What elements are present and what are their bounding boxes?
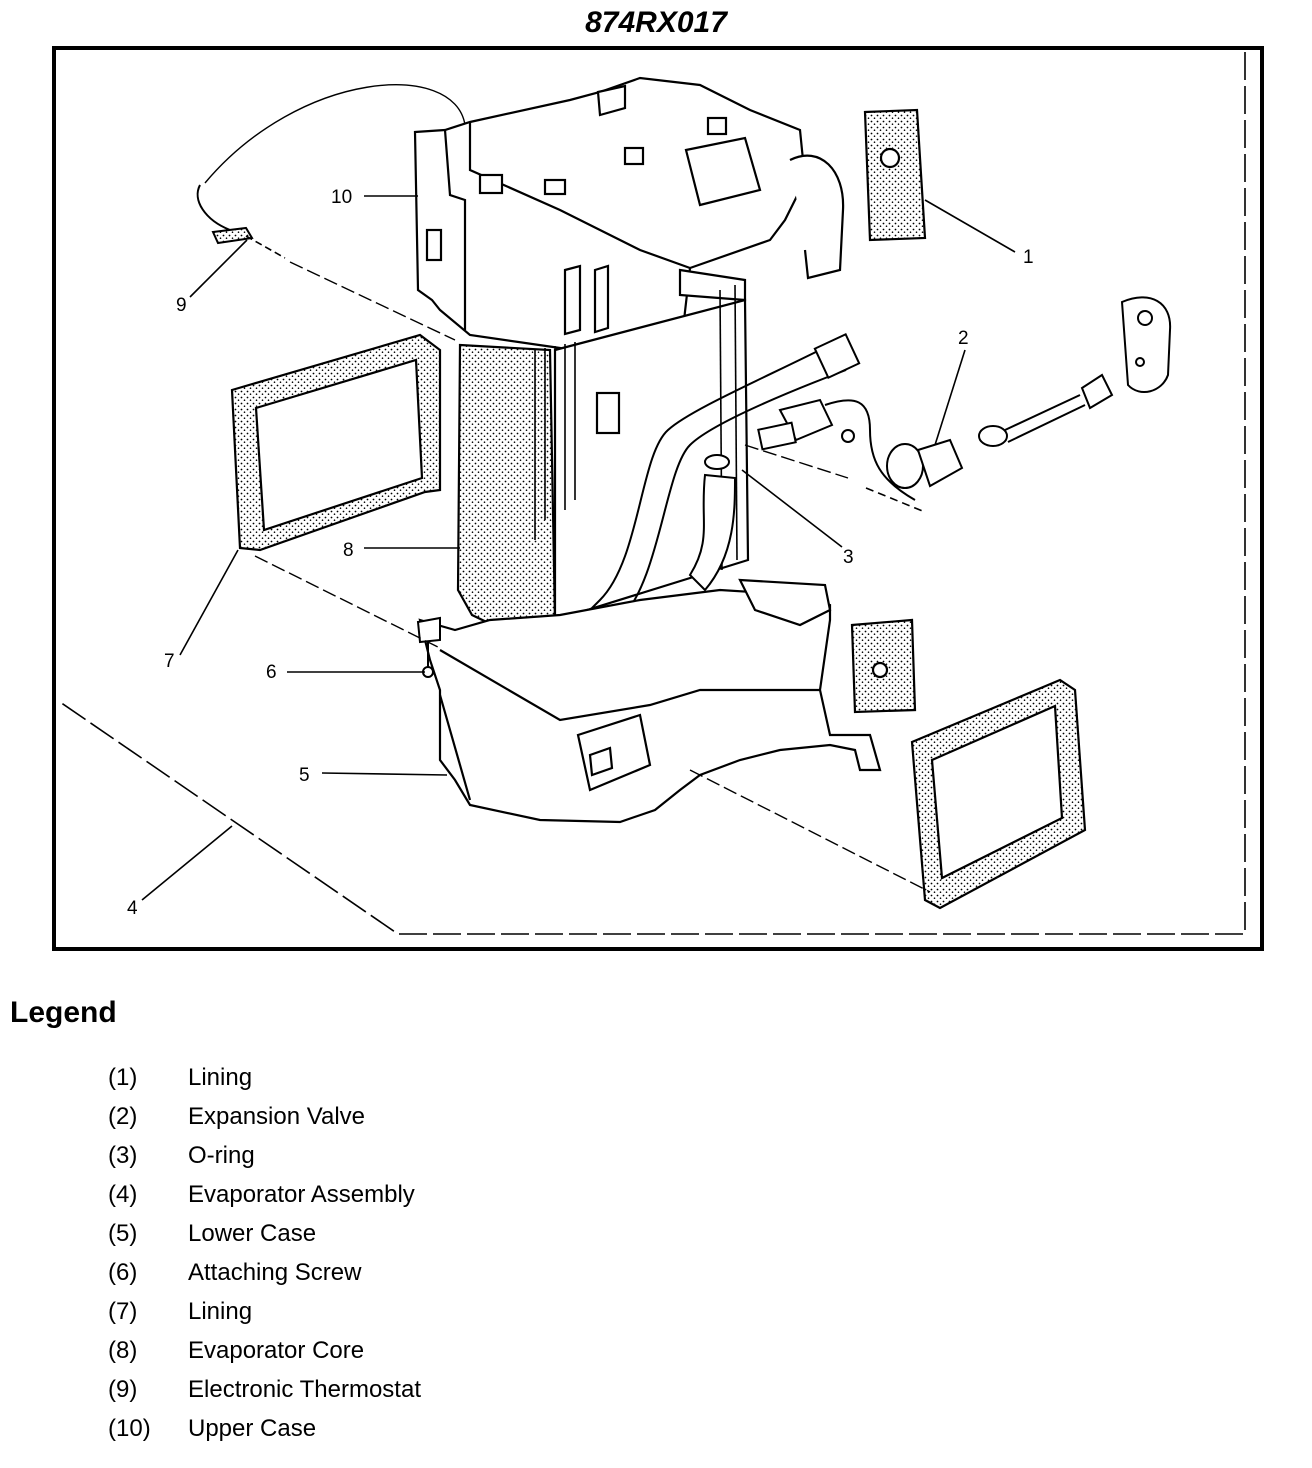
lining-lower-right-frame (910, 678, 1087, 910)
figure-id: 874RX017 (585, 6, 727, 39)
legend-item: (4) Evaporator Assembly (108, 1181, 421, 1220)
legend-item: (8) Evaporator Core (108, 1337, 421, 1376)
legend-list: (1) Lining (2) Expansion Valve (3) O-ring (… (108, 1064, 421, 1454)
expansion-valve (757, 296, 1172, 513)
legend-item: (6) Attaching Screw (108, 1259, 421, 1298)
electronic-thermostat (196, 184, 286, 259)
legend-item-label: O-ring (188, 1142, 255, 1169)
legend-item: (5) Lower Case (108, 1220, 421, 1259)
legend-item-number: (1) (108, 1064, 138, 1091)
callout-7: 7 (164, 651, 175, 672)
callout-2: 2 (958, 328, 969, 349)
legend-item: (7) Lining (108, 1298, 421, 1337)
legend-item-label: Expansion Valve (188, 1103, 365, 1130)
o-ring (688, 454, 737, 592)
legend-item: (2) Expansion Valve (108, 1103, 421, 1142)
legend-item: (10) Upper Case (108, 1415, 421, 1454)
callout-1: 1 (1023, 247, 1034, 268)
legend-title: Legend (10, 996, 117, 1029)
legend-item-number: (4) (108, 1181, 138, 1208)
legend-item: (3) O-ring (108, 1142, 421, 1181)
legend-item-label: Lining (188, 1064, 253, 1091)
callout-labels: 1 2 3 4 5 6 7 8 9 10 (127, 187, 1034, 919)
refrigerant-tube (589, 332, 861, 636)
assembly-guide-lines (254, 261, 931, 893)
legend-item-number: (7) (108, 1298, 138, 1325)
callout-3: 3 (843, 547, 854, 568)
callout-6: 6 (266, 662, 277, 683)
exploded-view-diagram: 1 2 3 4 5 6 7 8 9 10 (59, 52, 1246, 935)
callout-5: 5 (299, 765, 310, 786)
legend-item-label: Upper Case (188, 1415, 317, 1442)
assembly-outline (59, 52, 1246, 935)
legend-item-label: Attaching Screw (188, 1259, 362, 1286)
callout-4: 4 (127, 898, 138, 919)
legend-item-number: (8) (108, 1337, 138, 1364)
legend-item-label: Electronic Thermostat (188, 1376, 421, 1403)
legend-item-number: (10) (108, 1415, 151, 1442)
lining-lower-block (850, 618, 917, 714)
legend-item: (1) Lining (108, 1064, 421, 1103)
legend-item-label: Lining (188, 1298, 253, 1325)
legend-item-label: Lower Case (188, 1220, 317, 1247)
callout-8: 8 (343, 540, 354, 561)
lining-left-frame (230, 333, 442, 552)
diagram-frame (52, 46, 1264, 951)
legend-item-label: Evaporator Assembly (188, 1181, 415, 1208)
upper-case (413, 76, 845, 364)
legend-item-number: (6) (108, 1259, 138, 1286)
thermostat-capillary (204, 84, 466, 184)
lower-case (418, 578, 882, 824)
legend-item-number: (2) (108, 1103, 138, 1130)
callout-9: 9 (176, 295, 187, 316)
legend-item-number: (9) (108, 1376, 138, 1403)
callout-10: 10 (331, 187, 352, 208)
legend-item-number: (3) (108, 1142, 138, 1169)
leader-lines (141, 195, 1016, 901)
legend-item: (9) Electronic Thermostat (108, 1376, 421, 1415)
legend-item-label: Evaporator Core (188, 1337, 365, 1364)
lining-upper (863, 108, 927, 242)
legend-item-number: (5) (108, 1220, 138, 1247)
attaching-screw (416, 616, 441, 678)
